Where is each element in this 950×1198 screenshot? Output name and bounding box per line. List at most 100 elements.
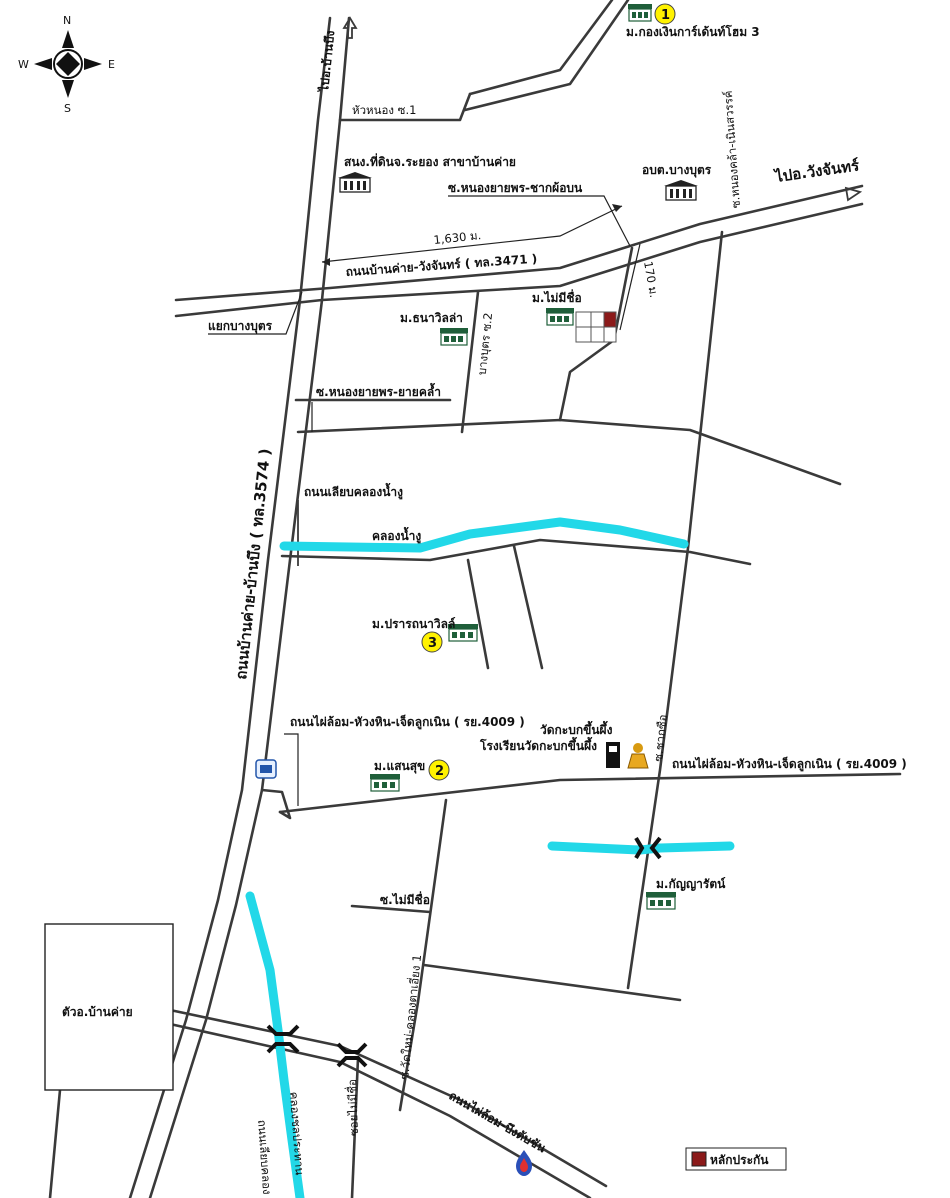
compass-w: W [18,58,29,71]
canal-kanyarat [547,841,735,855]
compass-n: N [63,14,71,27]
village-icon [628,4,652,22]
road-kanyarat-east [422,963,682,1002]
bridge-icon [336,1042,368,1068]
label-chak-pha-bon: ซ.หนองยายพร-ชากผ้อบน [448,181,583,195]
office-icon [338,172,372,193]
canal-chonprathan [245,891,305,1198]
bridge-icon [266,1024,300,1054]
compass-e: E [108,58,115,71]
arrowhead [612,204,622,212]
label-hua-nong-1: หัวหนอง ซ.1 [352,103,416,117]
label-distance-170: 170 ม. [641,260,661,299]
label-nong-yai-phon-yai-khla: ซ.หนองยายพร-ยายคล้ำ [316,382,441,399]
school-icon [606,742,620,768]
label-wat-mai-khlong-ta-iang: ซ.วัดใหม่-คลองตาเอี่ยง 1 [396,954,424,1081]
road-network [48,0,902,1198]
road-chak-pha-bon [558,246,634,422]
label-soi-mai-mi-chue-bottom: ซอยไม่มีชื่อ [344,1079,361,1137]
label-liap-khlong: ถนนเลียบคลองน้ำงู [304,482,403,500]
label-nong-khla-noen-sawan: ซ.หนองคล้า-เนินสวรรค์ [721,90,743,209]
badge-2 [428,759,450,781]
label-obt-bang-but: อบต.บางบุตร [642,163,712,178]
label-district-office: ตัวอ.บ้านค่าย [62,1005,133,1019]
label-distance-1630: 1,630 ม. [433,228,482,247]
label-to-ban-bueng: ไปอ.บ้านบึง [316,29,338,94]
road-labels: ไปอ.บ้านบึง หัวหนอง ซ.1 ไปอ.วังจันทร์ ซ.… [208,29,907,1195]
compass-arrow-n [62,30,74,48]
hospital-icon [255,759,277,779]
badge-3-text: 3 [428,636,437,651]
road-soi-prathana-2 [512,544,544,670]
label-kanyarat: ม.กัญญารัตน์ [656,877,726,891]
road-bang-but-2 [460,290,480,434]
village-icon [448,624,478,642]
road-hua-nong-1 [338,92,472,122]
label-kong-ngoen: ม.กองเงินการ์เด้นท์โฮม 3 [626,24,760,39]
badge-3 [421,631,443,653]
canals [245,517,735,1198]
label-soi-mai-mi-chue: ซ.ไม่มีชื่อ [380,891,430,907]
road-soi-prathana-1 [466,558,490,670]
label-chak-sue: ซ.ชากซือ [651,714,670,763]
district-office-box [44,923,174,1091]
bridge-icon [634,836,662,860]
road-liap-khlong [280,538,752,566]
legend-swatch [691,1151,707,1167]
road-soi-mai-mi-chue-bottom [350,1056,360,1198]
road-bottom-left [48,1088,62,1198]
arrow-up-ban-bueng [342,16,358,39]
compass-arrow-e [84,58,102,70]
road-wat-mai-khlong-ta-iang [398,798,448,1112]
compass-ring [53,49,83,79]
village-icon [370,774,400,792]
lead-phai-lom-4009 [284,733,299,806]
village-icon [546,308,574,326]
canal-nam-ngu [279,517,689,553]
arrowhead [322,258,330,266]
village-icon [646,892,676,910]
badge-2-text: 2 [435,764,444,779]
road-soi-mai-mi-chue [350,904,432,914]
label-mai-mi-chue-village: ม.ไม่มีชื่อ [532,289,582,305]
road-nong-khla-noen-sawan [626,230,724,990]
label-thana-villa: ม.ธนาวิลล่า [400,311,463,325]
road-kong-ngoen [468,0,614,96]
village-icon [440,328,468,346]
label-liap-khlong-bottom: ถนนเลียบคลอง [255,1119,274,1195]
arrow-to-wang-chan [844,186,863,202]
road-phai-lom-4009 [278,772,902,814]
legend-box [685,1147,787,1171]
land-plots [575,311,617,343]
label-yaek-bang-but: แยกบางบุตร [208,319,273,334]
label-prathana-villa: ม.ปรารถนาวิลล์ [372,617,455,631]
badge-1 [654,3,676,25]
label-to-wang-chan: ไปอ.วังจันทร์ [772,155,861,186]
label-bang-but-2: บางบุตร ซ.2 [475,312,495,376]
label-wat-krabok: วัดกะบกขึ้นผึ้ง [540,720,613,737]
legend-label: หลักประกัน [710,1153,769,1167]
distance-170-arrow [619,243,641,331]
label-saen-suk: ม.แสนสุข [374,759,425,774]
compass-rose: N S W E [18,14,115,115]
road-ban-khai-wang-chan-2 [174,202,864,318]
compass-arrow-w [34,58,52,70]
legend: หลักประกัน [685,1147,787,1171]
road-ban-khai-wang-chan [174,184,864,302]
label-khlong-bottom: คลองชลประทาน [287,1091,307,1176]
office-icon [664,180,698,201]
gas-station-icon [516,1150,532,1176]
lead-yaek-bang-but [208,291,303,335]
label-phai-lom-4009-left: ถนนไผ่ล้อม-หัวงหิน-เจ็ดลูกเนิน ( รย.4009… [290,714,525,730]
label-phai-lom-4009-right: ถนนไผ่ล้อม-หัวงหิน-เจ็ดลูกเนิน ( รย.4009… [672,756,907,772]
road-phai-lom-4009-loop [260,788,292,820]
compass-s: S [64,102,71,115]
label-land-office: สนง.ที่ดินจ.ระยอง สาขาบ้านค่าย [344,153,516,169]
lead-chak-pha-bon [448,195,631,247]
places: 1 ม.กองเงินการ์เด้นท์โฮม 3 สนง.ที่ดินจ.ร… [44,3,760,1176]
temple-icon [627,743,649,769]
compass-diamond [56,52,80,76]
collateral-plot [603,311,617,328]
road-ban-khai-ban-bueng-2 [148,16,351,1198]
compass-arrow-s [62,80,74,98]
